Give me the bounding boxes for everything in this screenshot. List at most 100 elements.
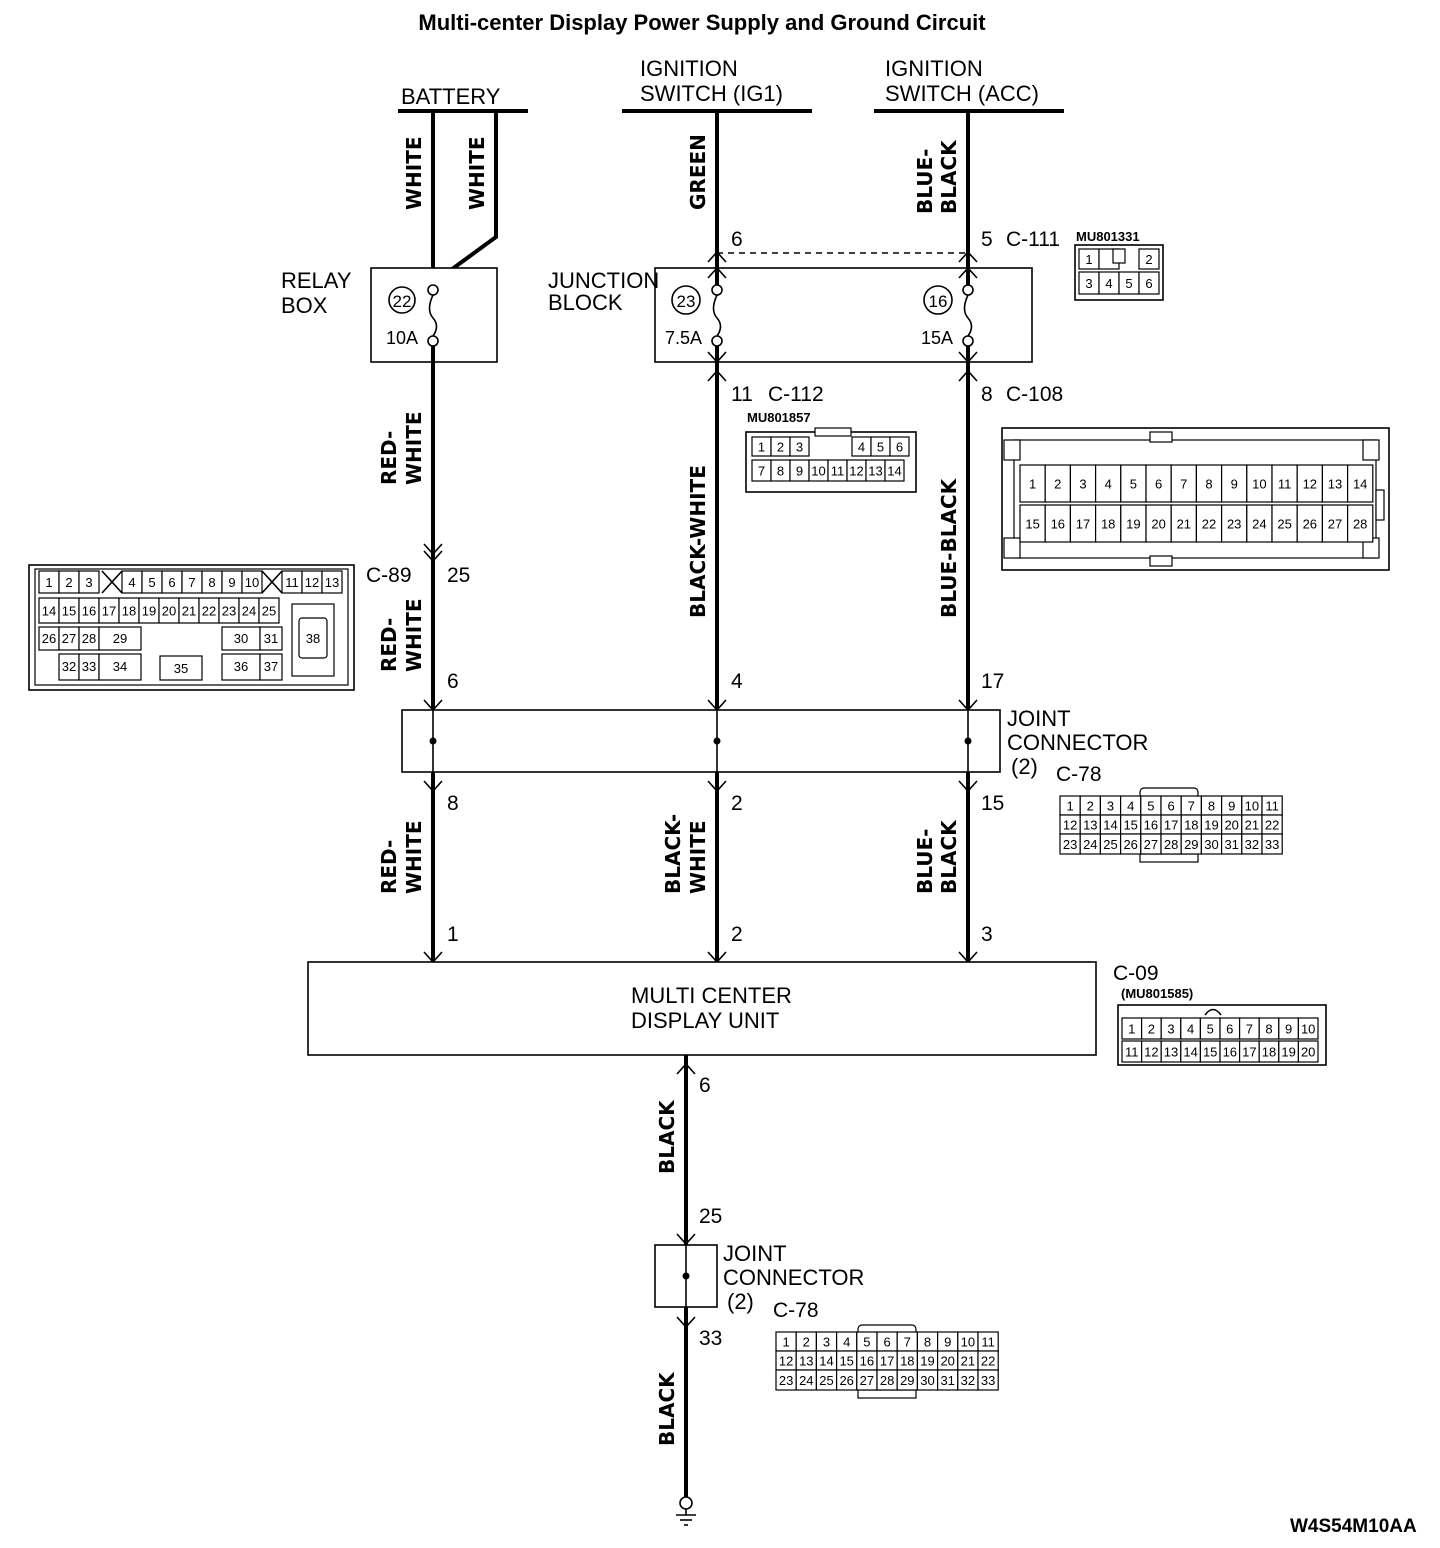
wire-color-label: BLUE- [913, 149, 937, 214]
pin-label: 36 [234, 659, 248, 674]
pin-label: 3 [823, 1335, 830, 1350]
acc-source: IGNITION SWITCH (ACC) [874, 56, 1064, 113]
pin-label: 19 [1126, 517, 1140, 532]
pin-cavity [241, 570, 263, 594]
joint-connector-label-line1: JOINT [1007, 706, 1071, 731]
pin-cavity [321, 570, 343, 594]
connector-name: C-78 [1056, 763, 1102, 786]
wire-color-label: RED- [377, 840, 401, 894]
fuse-rating: 10A [386, 328, 418, 348]
pin-label: 13 [799, 1354, 813, 1369]
pin-label: 22 [981, 1354, 995, 1369]
pin-cavity [1145, 504, 1172, 543]
pin-cavity [1094, 504, 1122, 543]
pin-cavity [789, 436, 810, 457]
pin-label: 11 [1125, 1045, 1139, 1060]
pin-label: 24 [1252, 517, 1266, 532]
fuse-number: 22 [393, 292, 412, 311]
pin-label: 5 [1130, 477, 1137, 492]
pin-label: 25 [262, 604, 276, 619]
pin-label: 28 [1353, 517, 1367, 532]
pin-label: 13 [1083, 818, 1097, 833]
pin-label: 1 [1085, 252, 1092, 267]
pin-label: 9 [228, 575, 235, 590]
pin-label: 23 [1227, 517, 1241, 532]
connector-part-number: MU801857 [747, 410, 811, 425]
wire-color-label: GREEN [686, 134, 710, 210]
pin-cavity [1297, 1017, 1319, 1040]
pin-cavity [977, 1369, 999, 1391]
battery-wires: WHITE WHITE [402, 111, 498, 285]
pin-label: 18 [1184, 818, 1198, 833]
joint-connector-top: JOINT CONNECTOR (2) C-78 [401, 699, 1148, 793]
pin-label: 7 [1188, 799, 1195, 814]
connector-name: C-09 [1113, 962, 1159, 985]
pin-label: 16 [1223, 1045, 1237, 1060]
connector-name: C-108 [1006, 383, 1063, 406]
pin-label: 5 [863, 1335, 870, 1350]
wire-color-label: WHITE [465, 136, 489, 210]
pin-label: 2 [1054, 477, 1061, 492]
pin-label: 10 [1252, 477, 1266, 492]
pin-cavity [1195, 464, 1223, 503]
pin-label: 33 [82, 659, 96, 674]
pin-label: 18 [1101, 517, 1115, 532]
connector-face-c111: MU801331 1 2 3 4 5 6 [1074, 229, 1164, 301]
pin-label: 29 [1184, 837, 1198, 852]
pin-label: 32 [961, 1373, 975, 1388]
pin-label: 6 [168, 575, 175, 590]
acc-label-line2: SWITCH (ACC) [885, 81, 1039, 106]
pin-label: 20 [1151, 517, 1165, 532]
pin-label: 3 [1085, 276, 1092, 291]
pin-label: 33 [1265, 837, 1279, 852]
pin-label: 16 [1051, 517, 1065, 532]
pin-number: 15 [981, 792, 1004, 815]
pin-label: 13 [1164, 1045, 1178, 1060]
pin-cavity [1321, 464, 1349, 503]
pin-label: 23 [222, 604, 236, 619]
junction-block-label-line1: JUNCTION [548, 268, 659, 293]
pin-number: 2 [731, 923, 743, 946]
pin-label: 35 [174, 661, 188, 676]
pin-label: 3 [85, 575, 92, 590]
pin-number: 1 [447, 923, 459, 946]
pin-label: 4 [843, 1335, 850, 1350]
pin-label: 10 [1245, 799, 1259, 814]
pin-label: 11 [1265, 799, 1279, 814]
pin-label: 5 [148, 575, 155, 590]
pin-number: 25 [447, 564, 470, 587]
pin-label: 27 [1144, 837, 1158, 852]
pin-label: 10 [811, 464, 825, 479]
pin-label: 5 [1207, 1022, 1214, 1037]
pin-label: 18 [900, 1354, 914, 1369]
pin-label: 1 [45, 575, 52, 590]
pin-number: 17 [981, 670, 1004, 693]
wire-color-label: RED- [377, 618, 401, 672]
connector-name: C-111 [1006, 228, 1060, 251]
pin-label: 28 [82, 631, 96, 646]
pin-label: 17 [102, 604, 116, 619]
pin-label: 8 [924, 1335, 931, 1350]
pin-label: 14 [887, 464, 901, 479]
pin-label: 13 [325, 575, 339, 590]
pin-label: 13 [868, 464, 882, 479]
pin-cavity [1346, 464, 1374, 503]
diagram-title: Multi-center Display Power Supply and Gr… [418, 10, 986, 35]
pin-label: 2 [777, 440, 784, 455]
pin-label: 5 [1125, 276, 1132, 291]
wire-color-label: BLACK [655, 1371, 679, 1446]
pin-label: 1 [1029, 477, 1036, 492]
pin-label: 21 [1177, 517, 1191, 532]
pin-number: 8 [981, 383, 993, 406]
pin-label: 2 [65, 575, 72, 590]
pin-label: 15 [1123, 818, 1137, 833]
pin-label: 24 [1083, 837, 1097, 852]
blank-cavity [261, 570, 283, 594]
pin-label: 9 [1285, 1022, 1292, 1037]
connector-name: C-89 [366, 564, 412, 587]
